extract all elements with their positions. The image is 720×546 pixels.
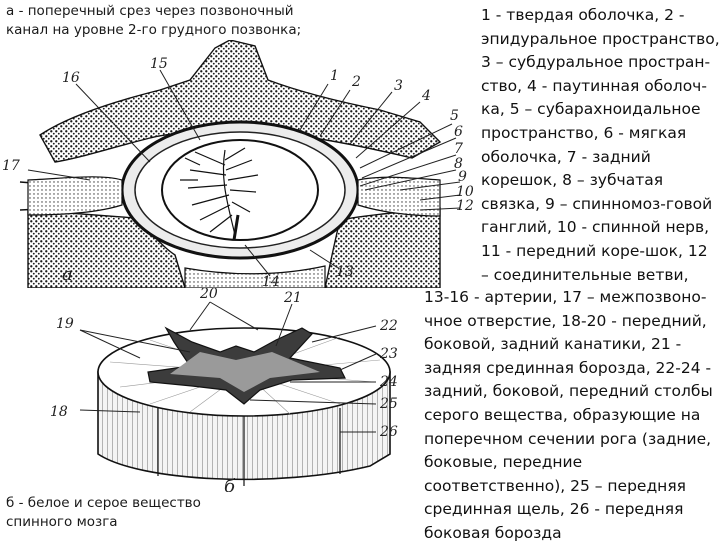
legend-line: задняя срединная борозда, 22-24 - <box>424 357 713 381</box>
legend-bottom: 13-16 - артерии, 17 – межпозвоно- чное о… <box>424 286 713 546</box>
legend-line: серого вещества, образующие на <box>424 404 713 428</box>
label-a-2: 2 <box>351 74 361 90</box>
caption-figure-b: б - белое и серое вещество спинного мозг… <box>6 494 201 532</box>
legend-line: эпидуральное пространство, <box>481 28 720 52</box>
label-b-24: 24 <box>379 374 398 390</box>
label-b-25: 25 <box>379 396 398 412</box>
legend-line: корешок, 8 – зубчатая <box>481 169 720 193</box>
label-a-3: 3 <box>394 78 403 94</box>
legend-line: оболочка, 7 - задний <box>481 146 720 170</box>
legend-line: боковые, передние <box>424 451 713 475</box>
label-a-17: 17 <box>2 158 20 174</box>
figure-a-vertebral-canal: 1 2 3 4 5 6 7 8 9 10 12 16 15 17 14 13 а <box>0 40 480 288</box>
legend-top: 1 - твердая оболочка, 2 - эпидуральное п… <box>481 4 720 287</box>
caption-line: б - белое и серое вещество <box>6 494 201 513</box>
legend-line: срединная щель, 26 - передняя <box>424 498 713 522</box>
legend-line: 3 – субдуральное простран- <box>481 51 720 75</box>
legend-line: пространство, 6 - мягкая <box>481 122 720 146</box>
legend-line: ганглий, 10 - спинной нерв, <box>481 216 720 240</box>
figure-letter-b: б <box>224 476 236 492</box>
legend-line: боковой, задний канатики, 21 - <box>424 333 713 357</box>
label-b-21: 21 <box>283 290 302 306</box>
legend-line: связка, 9 – спинномоз-говой <box>481 193 720 217</box>
spinal-ganglion-left <box>28 177 122 215</box>
label-b-20: 20 <box>199 286 218 302</box>
caption-line: канал на уровне 2-го грудного позвонка; <box>6 21 301 40</box>
legend-line: ство, 4 - паутинная оболоч- <box>481 75 720 99</box>
legend-line: боковая борозда <box>424 522 713 546</box>
legend-line: 11 - передний коре-шок, 12 <box>481 240 720 264</box>
legend-line: поперечном сечении рога (задние, <box>424 428 713 452</box>
label-b-26: 26 <box>379 424 398 440</box>
caption-line: а - поперечный срез через позвоночный <box>6 2 301 21</box>
legend-line: – соединительные ветви, <box>481 264 720 288</box>
label-a-4: 4 <box>421 88 431 104</box>
label-b-18: 18 <box>50 404 68 420</box>
label-a-13: 13 <box>336 264 354 280</box>
legend-line: ка, 5 – субарахноидальное <box>481 98 720 122</box>
label-a-9: 9 <box>458 169 467 185</box>
legend-line: 13-16 - артерии, 17 – межпозвоно- <box>424 286 713 310</box>
label-a-5: 5 <box>450 108 459 124</box>
label-b-23: 23 <box>379 346 398 362</box>
figure-b-spinal-cord-segment: 19 18 20 21 22 23 24 25 26 б <box>40 282 430 492</box>
legend-line: чное отверстие, 18-20 - передний, <box>424 310 713 334</box>
caption-figure-a: а - поперечный срез через позвоночный ка… <box>6 2 301 40</box>
legend-line: 1 - твердая оболочка, 2 - <box>481 4 720 28</box>
legend-line: соответственно), 25 – передняя <box>424 475 713 499</box>
label-a-1: 1 <box>330 68 339 84</box>
label-a-7: 7 <box>454 141 463 157</box>
label-b-19: 19 <box>56 316 74 332</box>
legend-line: задний, боковой, передний столбы <box>424 380 713 404</box>
label-a-6: 6 <box>454 124 463 140</box>
label-a-12: 12 <box>456 198 474 214</box>
label-a-15: 15 <box>150 56 168 72</box>
label-a-16: 16 <box>62 70 80 86</box>
spinal-cord <box>162 140 318 240</box>
caption-line: спинного мозга <box>6 513 201 532</box>
label-b-22: 22 <box>379 318 398 334</box>
